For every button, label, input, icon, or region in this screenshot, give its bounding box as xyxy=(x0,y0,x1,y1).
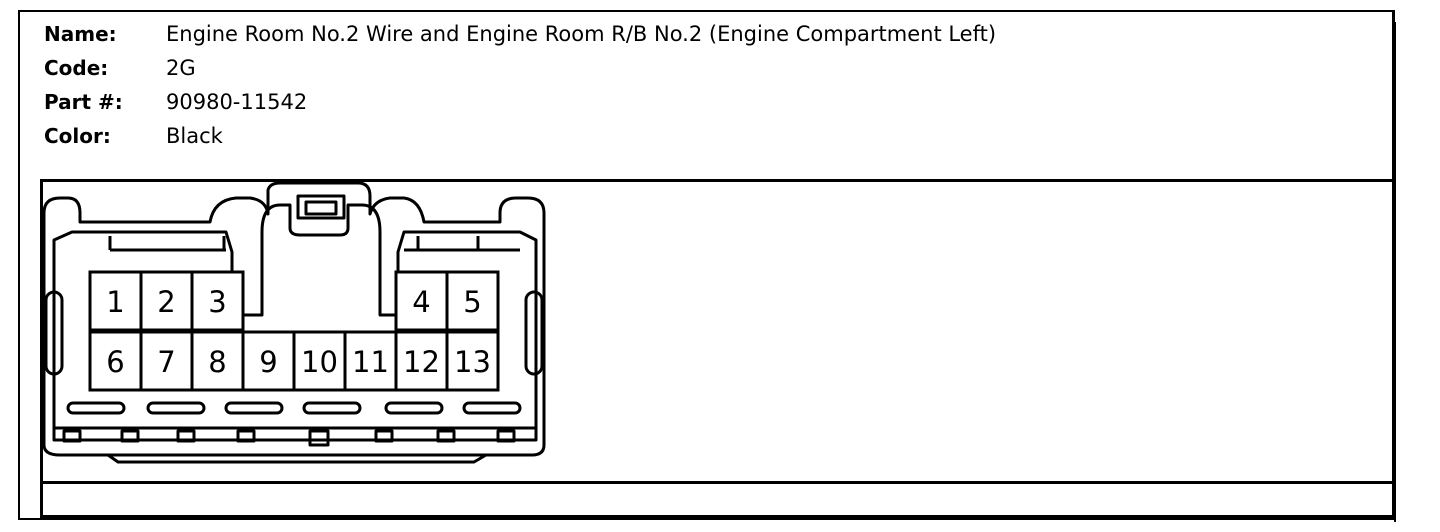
pin-number-1: 1 xyxy=(106,285,124,319)
pin-cell-6 xyxy=(88,330,143,392)
connector-diagram-area xyxy=(40,179,1396,484)
name-value: Engine Room No.2 Wire and Engine Room R/… xyxy=(166,22,997,46)
part-number-label: Part #: xyxy=(44,90,123,114)
pin-cell-8 xyxy=(190,330,245,392)
pin-number-12: 12 xyxy=(403,345,440,379)
bottom-slot xyxy=(462,401,522,415)
pin-number-4: 4 xyxy=(412,285,430,319)
housing-inner xyxy=(52,203,538,430)
pin-number-9: 9 xyxy=(259,345,277,379)
connector-info-card: Name: Engine Room No.2 Wire and Engine R… xyxy=(18,10,1396,520)
color-label: Color: xyxy=(44,124,111,148)
part-number-value: 90980-11542 xyxy=(166,90,308,114)
name-label: Name: xyxy=(44,22,117,46)
pin-number-13: 13 xyxy=(454,345,491,379)
pin-cell-12 xyxy=(394,330,449,392)
bottom-slot xyxy=(66,401,126,415)
color-value: Black xyxy=(166,124,223,148)
housing-outline xyxy=(42,181,546,457)
pin-number-8: 8 xyxy=(208,345,226,379)
bottom-slot xyxy=(146,401,206,415)
pin-number-3: 3 xyxy=(208,285,226,319)
pin-cell-5 xyxy=(445,270,500,332)
pin-cell-9 xyxy=(241,330,296,392)
bottom-slot xyxy=(384,401,444,415)
right-side-rib xyxy=(524,290,544,376)
code-label: Code: xyxy=(44,56,109,80)
code-value: 2G xyxy=(166,56,196,80)
latch-window xyxy=(296,194,346,220)
left-side-rib xyxy=(44,290,64,376)
diagram-footer-band xyxy=(40,482,1396,518)
bottom-slot xyxy=(224,401,284,415)
pin-number-2: 2 xyxy=(157,285,175,319)
pin-number-10: 10 xyxy=(301,345,338,379)
pin-number-6: 6 xyxy=(106,345,124,379)
pin-cell-13 xyxy=(445,330,500,392)
pin-number-11: 11 xyxy=(352,345,389,379)
pin-number-5: 5 xyxy=(463,285,481,319)
pin-cell-3 xyxy=(190,270,245,332)
bottom-slot xyxy=(302,401,362,415)
pin-cell-11 xyxy=(343,330,398,392)
pin-number-7: 7 xyxy=(157,345,175,379)
